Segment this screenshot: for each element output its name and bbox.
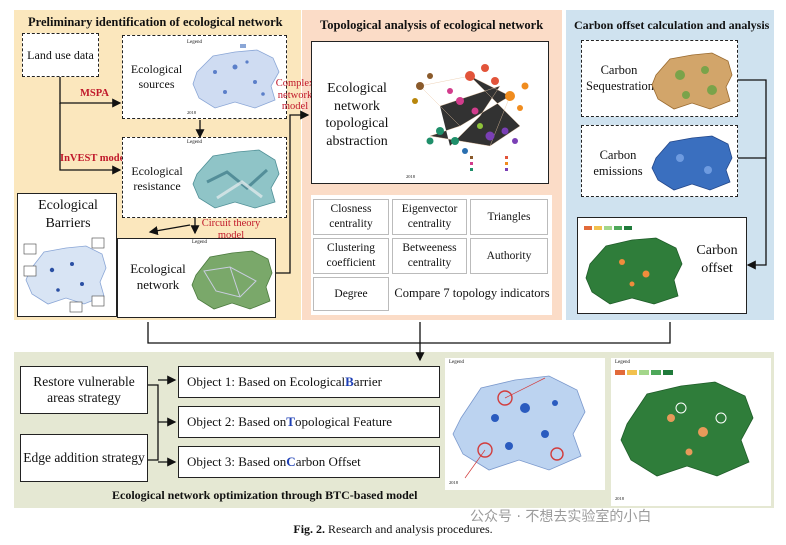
object-3-key: C bbox=[286, 454, 296, 469]
figure-caption: Fig. 2. Research and analysis procedures… bbox=[0, 522, 786, 537]
carbon-emissions-label: Carbon emissions bbox=[593, 148, 643, 178]
ecological-resistance-box: Ecological resistance Legend bbox=[122, 137, 287, 218]
land-use-label: Land use data bbox=[27, 47, 94, 62]
edge-addition-box: Edge addition strategy bbox=[20, 434, 148, 482]
ecological-resistance-label: Ecological resistance bbox=[131, 164, 183, 193]
topological-abstraction-box: Ecological network topological abstracti… bbox=[311, 41, 549, 184]
indicator-degree: Degree bbox=[313, 277, 389, 311]
indicator-closeness: Closness centrality bbox=[313, 199, 389, 235]
ecological-sources-box: Ecological sources Legend 2018 bbox=[122, 35, 287, 119]
panel-title-identification: Preliminary identification of ecological… bbox=[28, 15, 283, 29]
ecological-resistance-map bbox=[192, 149, 280, 209]
ecological-network-label: Ecological network bbox=[130, 261, 186, 293]
carbon-offset-label: Carbon offset bbox=[696, 243, 738, 276]
topological-abstraction-label: Ecological network topological abstracti… bbox=[325, 81, 389, 149]
carbon-sequestration-box: Carbon Sequestration bbox=[581, 40, 738, 117]
resistance-legend-text: Legend bbox=[187, 140, 202, 145]
topology-network-graph bbox=[412, 64, 529, 171]
network-legend-text: Legend bbox=[192, 240, 207, 245]
object-1-key: B bbox=[345, 374, 354, 389]
optimization-map-carbon: Legend 2018 bbox=[611, 358, 771, 506]
carbon-map-year: 2018 bbox=[615, 496, 624, 501]
topology-year-text: 2018 bbox=[406, 174, 415, 179]
object-2-key: T bbox=[286, 414, 295, 429]
panel-title-topology: Topological analysis of ecological netwo… bbox=[320, 18, 544, 32]
invest-label: InVEST model bbox=[60, 153, 128, 164]
compare-indicators-label: Compare 7 topology indicators bbox=[394, 286, 550, 300]
ecological-network-map bbox=[191, 250, 273, 310]
complex-network-label: Complex network model bbox=[275, 78, 315, 113]
figure-number: Fig. 2. bbox=[293, 522, 326, 536]
optimization-carbon-svg bbox=[615, 370, 754, 477]
panel-title-carbon: Carbon offset calculation and analysis bbox=[574, 18, 770, 32]
ecological-barriers-label: Ecological Barriers bbox=[38, 198, 98, 231]
object-2-prefix: Object 2: Based on bbox=[187, 414, 287, 429]
optimization-map-barrier: Legend 2018 bbox=[445, 358, 605, 490]
optimization-barrier-svg bbox=[452, 375, 586, 479]
carbon-emissions-box: Carbon emissions bbox=[581, 125, 738, 197]
mspa-label: MSPA bbox=[80, 88, 109, 99]
indicator-authority: Authority bbox=[470, 238, 548, 274]
carbon-sequestration-map bbox=[651, 52, 733, 110]
object-2-suffix: opological Feature bbox=[294, 414, 393, 429]
ecological-barriers-box: Ecological Barriers bbox=[17, 193, 117, 317]
ecological-barriers-map bbox=[23, 237, 107, 313]
barrier-map-year: 2018 bbox=[449, 480, 458, 485]
carbon-offset-map bbox=[584, 226, 683, 305]
indicator-clustering: Clustering coefficient bbox=[313, 238, 389, 274]
edge-addition-label: Edge addition strategy bbox=[23, 450, 145, 465]
circuit-theory-label: Circuit theory model bbox=[201, 218, 261, 241]
ecological-network-box: Ecological network Legend bbox=[117, 238, 276, 318]
watermark-text: 公众号 · 不想去实验室的小白 bbox=[470, 509, 652, 525]
restore-strategy-label: Restore vulnerable areas strategy bbox=[33, 374, 135, 405]
optimization-title: Ecological network optimization through … bbox=[112, 488, 418, 502]
ecological-sources-label: Ecological sources bbox=[130, 62, 183, 91]
indicator-triangles: Triangles bbox=[470, 199, 548, 235]
restore-strategy-box: Restore vulnerable areas strategy bbox=[20, 366, 148, 414]
sources-legend-text: Legend bbox=[187, 40, 202, 45]
carbon-emissions-map bbox=[651, 135, 733, 191]
object-1-suffix: arrier bbox=[353, 374, 382, 389]
indicator-betweenness: Betweeness centrality bbox=[392, 238, 467, 274]
object-3-suffix: arbon Offset bbox=[295, 454, 361, 469]
object-3-prefix: Object 3: Based on bbox=[187, 454, 287, 469]
figure-caption-text: Research and analysis procedures. bbox=[328, 522, 493, 536]
land-use-data-box: Land use data bbox=[22, 33, 99, 77]
indicator-eigenvector: Eigenvector centrality bbox=[392, 199, 467, 235]
carbon-offset-box: Carbon offset bbox=[577, 217, 747, 314]
carbon-map-legend: Legend bbox=[615, 360, 630, 365]
sources-year-text: 2018 bbox=[187, 110, 196, 115]
carbon-sequestration-label: Carbon Sequestration bbox=[586, 63, 655, 93]
barrier-map-legend: Legend bbox=[449, 360, 464, 365]
object-1-prefix: Object 1: Based on Ecological bbox=[187, 374, 346, 389]
ecological-sources-map bbox=[192, 44, 280, 109]
